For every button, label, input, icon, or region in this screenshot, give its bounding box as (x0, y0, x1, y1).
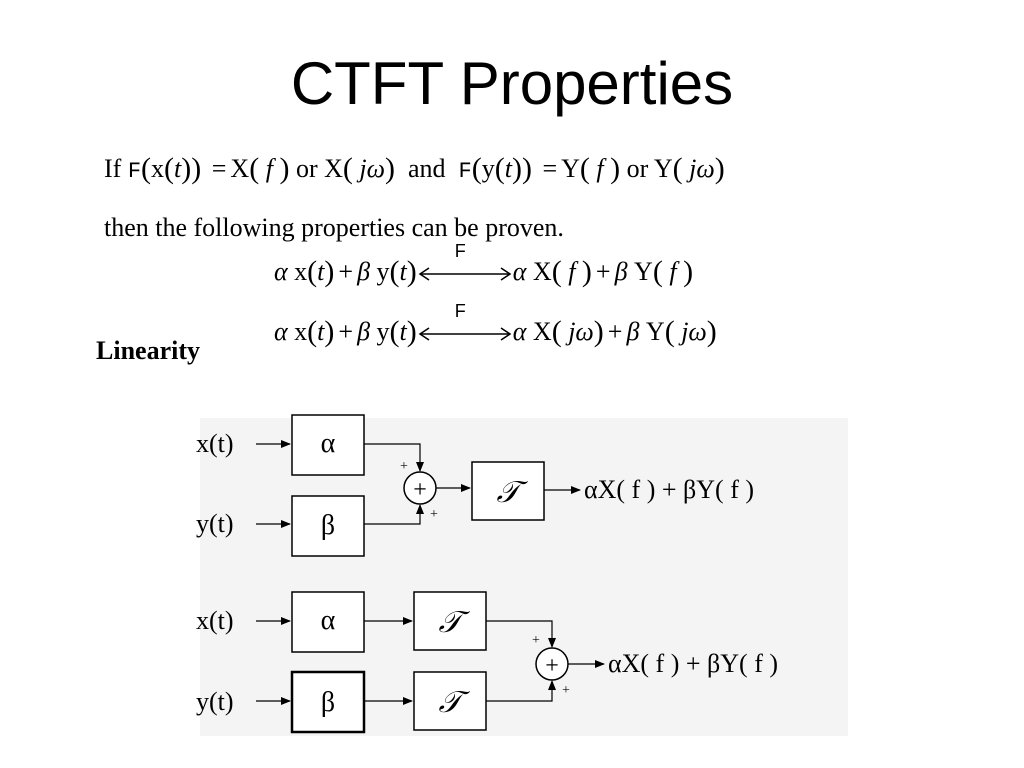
X-transform: X (230, 154, 250, 183)
Y-transform: Y (561, 154, 580, 183)
beta-symbol-1: β (321, 510, 335, 541)
slide-title: CTFT Properties (290, 50, 734, 117)
alpha-gain-block-1 (291, 414, 365, 476)
output-label-2: αX( f ) + βY( f ) (608, 649, 778, 678)
x-signal: x (151, 154, 165, 183)
sum-symbol-1: + (413, 477, 427, 503)
sign-plus-top-1: + (400, 459, 408, 474)
or-word-2: or (626, 154, 649, 183)
fourier-transform-block-3 (413, 671, 487, 731)
alpha-symbol-2: α (321, 605, 336, 636)
fourier-transform-block-1 (471, 461, 545, 521)
input-x-label-1: x(t) (196, 429, 234, 458)
output-label-1: αX( f ) + βY( f ) (584, 475, 754, 504)
f-var: f (265, 154, 273, 183)
fourier-operator-2: F (458, 159, 472, 184)
y-signal: y (481, 154, 495, 183)
and-word: and (407, 154, 446, 183)
X-transform-2: X (324, 154, 343, 183)
intro-line: If F(x(t)) =X( f ) or X( jω) and F(y(t))… (104, 152, 725, 185)
alpha-gain-block-2 (291, 591, 365, 653)
sum-symbol-2: + (545, 653, 559, 679)
if-word: If (104, 154, 122, 183)
jw-var-2: jω (689, 154, 715, 183)
f-var-2: f (596, 154, 604, 183)
or-word: or (295, 154, 318, 183)
alpha-symbol-1: α (321, 428, 336, 459)
beta-symbol-2: β (321, 687, 335, 718)
sign-plus-bottom-1: + (430, 507, 438, 522)
sign-plus-bottom-2: + (562, 683, 570, 698)
fourier-operator: F (127, 159, 142, 184)
beta-gain-block-2 (290, 670, 366, 734)
fourier-transform-block-2 (413, 591, 487, 651)
transform-pair-arrow: F (417, 241, 513, 285)
input-y-label-1: y(t) (196, 509, 234, 538)
t-var-2: t (504, 154, 512, 183)
beta-gain-block-1 (291, 495, 365, 557)
Y-transform-2: Y (653, 154, 673, 183)
then-line: then the following properties can be pro… (104, 213, 564, 242)
input-y-label-2: y(t) (196, 687, 234, 716)
sign-plus-top-2: + (532, 633, 540, 648)
transform-pair-arrow-2: F (417, 301, 513, 345)
input-x-label-2: x(t) (196, 606, 234, 635)
t-var: t (174, 154, 182, 183)
section-label-linearity: Linearity (96, 336, 200, 365)
jw-var: jω (359, 154, 385, 183)
